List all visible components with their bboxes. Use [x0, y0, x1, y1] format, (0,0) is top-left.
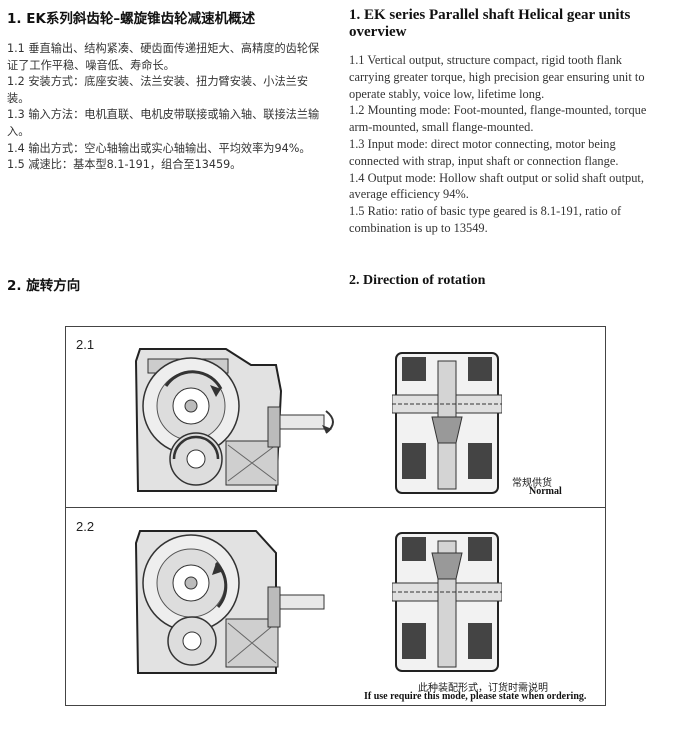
panel1-side-view-drawing: [134, 348, 334, 492]
en-item: 1.5 Ratio: ratio of basic type geared is…: [349, 204, 622, 235]
en-section1-title: 1. EK series Parallel shaft Helical gear…: [349, 7, 631, 40]
panel2-note-en: If use require this mode, please state w…: [364, 691, 587, 702]
cn-item: 1.2 安装方式：底座安装、法兰安装、扭力臂安装、小法兰安装。: [7, 75, 309, 105]
panel1-note-en: Normal: [529, 486, 562, 497]
cn-column: 1. EK系列斜齿轮–螺旋锥齿轮减速机概述 1.1 垂直输出、结构紧凑、硬齿面传…: [7, 7, 337, 174]
panel2-side-view-drawing: [134, 530, 325, 674]
rotation-figure: 2.1 2.2 常规供货 Normal: [65, 326, 606, 706]
en-item: 1.3 Input mode: direct motor connecting,…: [349, 136, 619, 168]
panel2-label: 2.2: [76, 519, 95, 534]
panel2-note-cn: 此种装配形式，订货时需说明: [418, 683, 548, 694]
cn-item: 1.1 垂直输出、结构紧凑、硬齿面传递扭矩大、高精度的齿轮保证了工作平稳、噪音低…: [7, 42, 320, 72]
panel1-label: 2.1: [76, 337, 95, 352]
cn-item: 1.5 减速比：基本型8.1-191，组合至13459。: [7, 158, 242, 172]
cn-item-list: 1.1 垂直输出、结构紧凑、硬齿面传递扭矩大、高精度的齿轮保证了工作平稳、噪音低…: [7, 41, 325, 174]
cn-item: 1.4 输出方式：空心轴输出或实心轴输出、平均效率为94%。: [7, 141, 311, 155]
en-item: 1.2 Mounting mode: Foot-mounted, flange-…: [349, 103, 647, 135]
cn-section1-title: 1. EK系列斜齿轮–螺旋锥齿轮减速机概述: [7, 11, 256, 27]
panel1-note-cn: 常规供货: [512, 478, 552, 489]
panel-divider: [66, 507, 605, 508]
cn-section2-title: 2. 旋转方向: [7, 278, 81, 294]
en-item: 1.4 Output mode: Hollow shaft output or …: [349, 170, 644, 202]
en-item-list: 1.1 Vertical output, structure compact, …: [349, 52, 663, 237]
panel1-section-drawing: [392, 352, 502, 494]
panel2-section-drawing: [392, 532, 502, 672]
en-column: 1. EK series Parallel shaft Helical gear…: [349, 7, 669, 237]
cn-item: 1.3 输入方法：电机直联、电机皮带联接或输入轴、联接法兰输入。: [7, 108, 320, 138]
en-section2-title: 2. Direction of rotation: [349, 273, 486, 288]
en-item: 1.1 Vertical output, structure compact, …: [349, 53, 645, 101]
